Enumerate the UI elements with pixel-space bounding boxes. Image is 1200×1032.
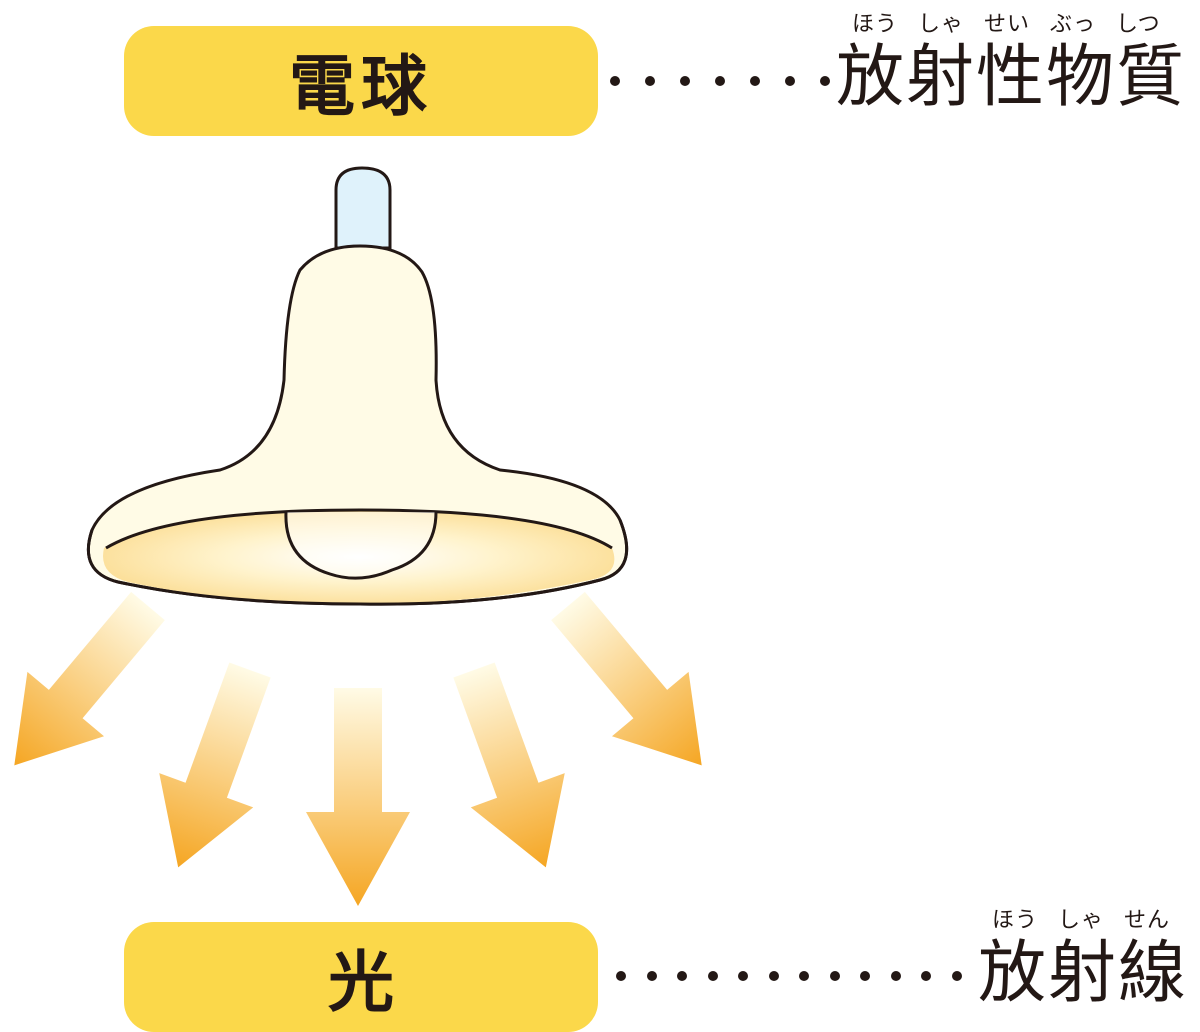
light-label-box: 光 bbox=[124, 922, 598, 1032]
leader-dot bbox=[646, 971, 657, 981]
leader-dot bbox=[820, 76, 830, 86]
bulb-label-box: 電球 bbox=[124, 26, 598, 136]
leader-dot bbox=[921, 971, 932, 981]
ray-arrow-icon bbox=[306, 688, 410, 906]
light-label: 光 bbox=[328, 944, 394, 1021]
leader-dot bbox=[951, 971, 962, 981]
lamp-outer-bottom bbox=[86, 519, 629, 606]
leader-dot bbox=[616, 971, 626, 981]
leader-dot bbox=[610, 76, 620, 86]
leader-dot bbox=[738, 971, 749, 981]
leader-dot bbox=[890, 971, 901, 981]
bulb-icon bbox=[284, 511, 438, 580]
bulb-label: 電球 bbox=[289, 48, 433, 125]
leader-dot bbox=[860, 971, 871, 981]
ray-arrow-icon bbox=[159, 662, 271, 868]
leader-dot bbox=[715, 76, 725, 86]
ray-arrow-icon bbox=[551, 591, 702, 766]
leader-dot bbox=[645, 76, 655, 86]
leader-dot bbox=[680, 76, 690, 86]
ruby-radiation: ほう しゃ せん bbox=[992, 908, 1170, 933]
socket-icon bbox=[334, 166, 392, 250]
leader-dot bbox=[750, 76, 760, 86]
dotted-leader-bottom bbox=[616, 971, 962, 981]
leader-dot bbox=[768, 971, 779, 981]
ray-arrow-icon bbox=[14, 591, 165, 766]
leader-dot bbox=[785, 76, 795, 86]
dotted-leader-top bbox=[610, 76, 830, 86]
ray-arrow-icon bbox=[453, 662, 565, 868]
term-radioactive-material: 放射性物質 bbox=[836, 38, 1187, 117]
leader-dot bbox=[799, 971, 810, 981]
lamp-rim-line bbox=[105, 508, 613, 550]
ruby-radioactive-material: ほう しゃ せい ぶっ しつ bbox=[852, 12, 1161, 37]
light-rays bbox=[14, 591, 702, 906]
leader-dot bbox=[677, 971, 688, 981]
leader-dot bbox=[829, 971, 840, 981]
term-radiation: 放射線 bbox=[978, 934, 1189, 1013]
leader-dot bbox=[707, 971, 718, 981]
